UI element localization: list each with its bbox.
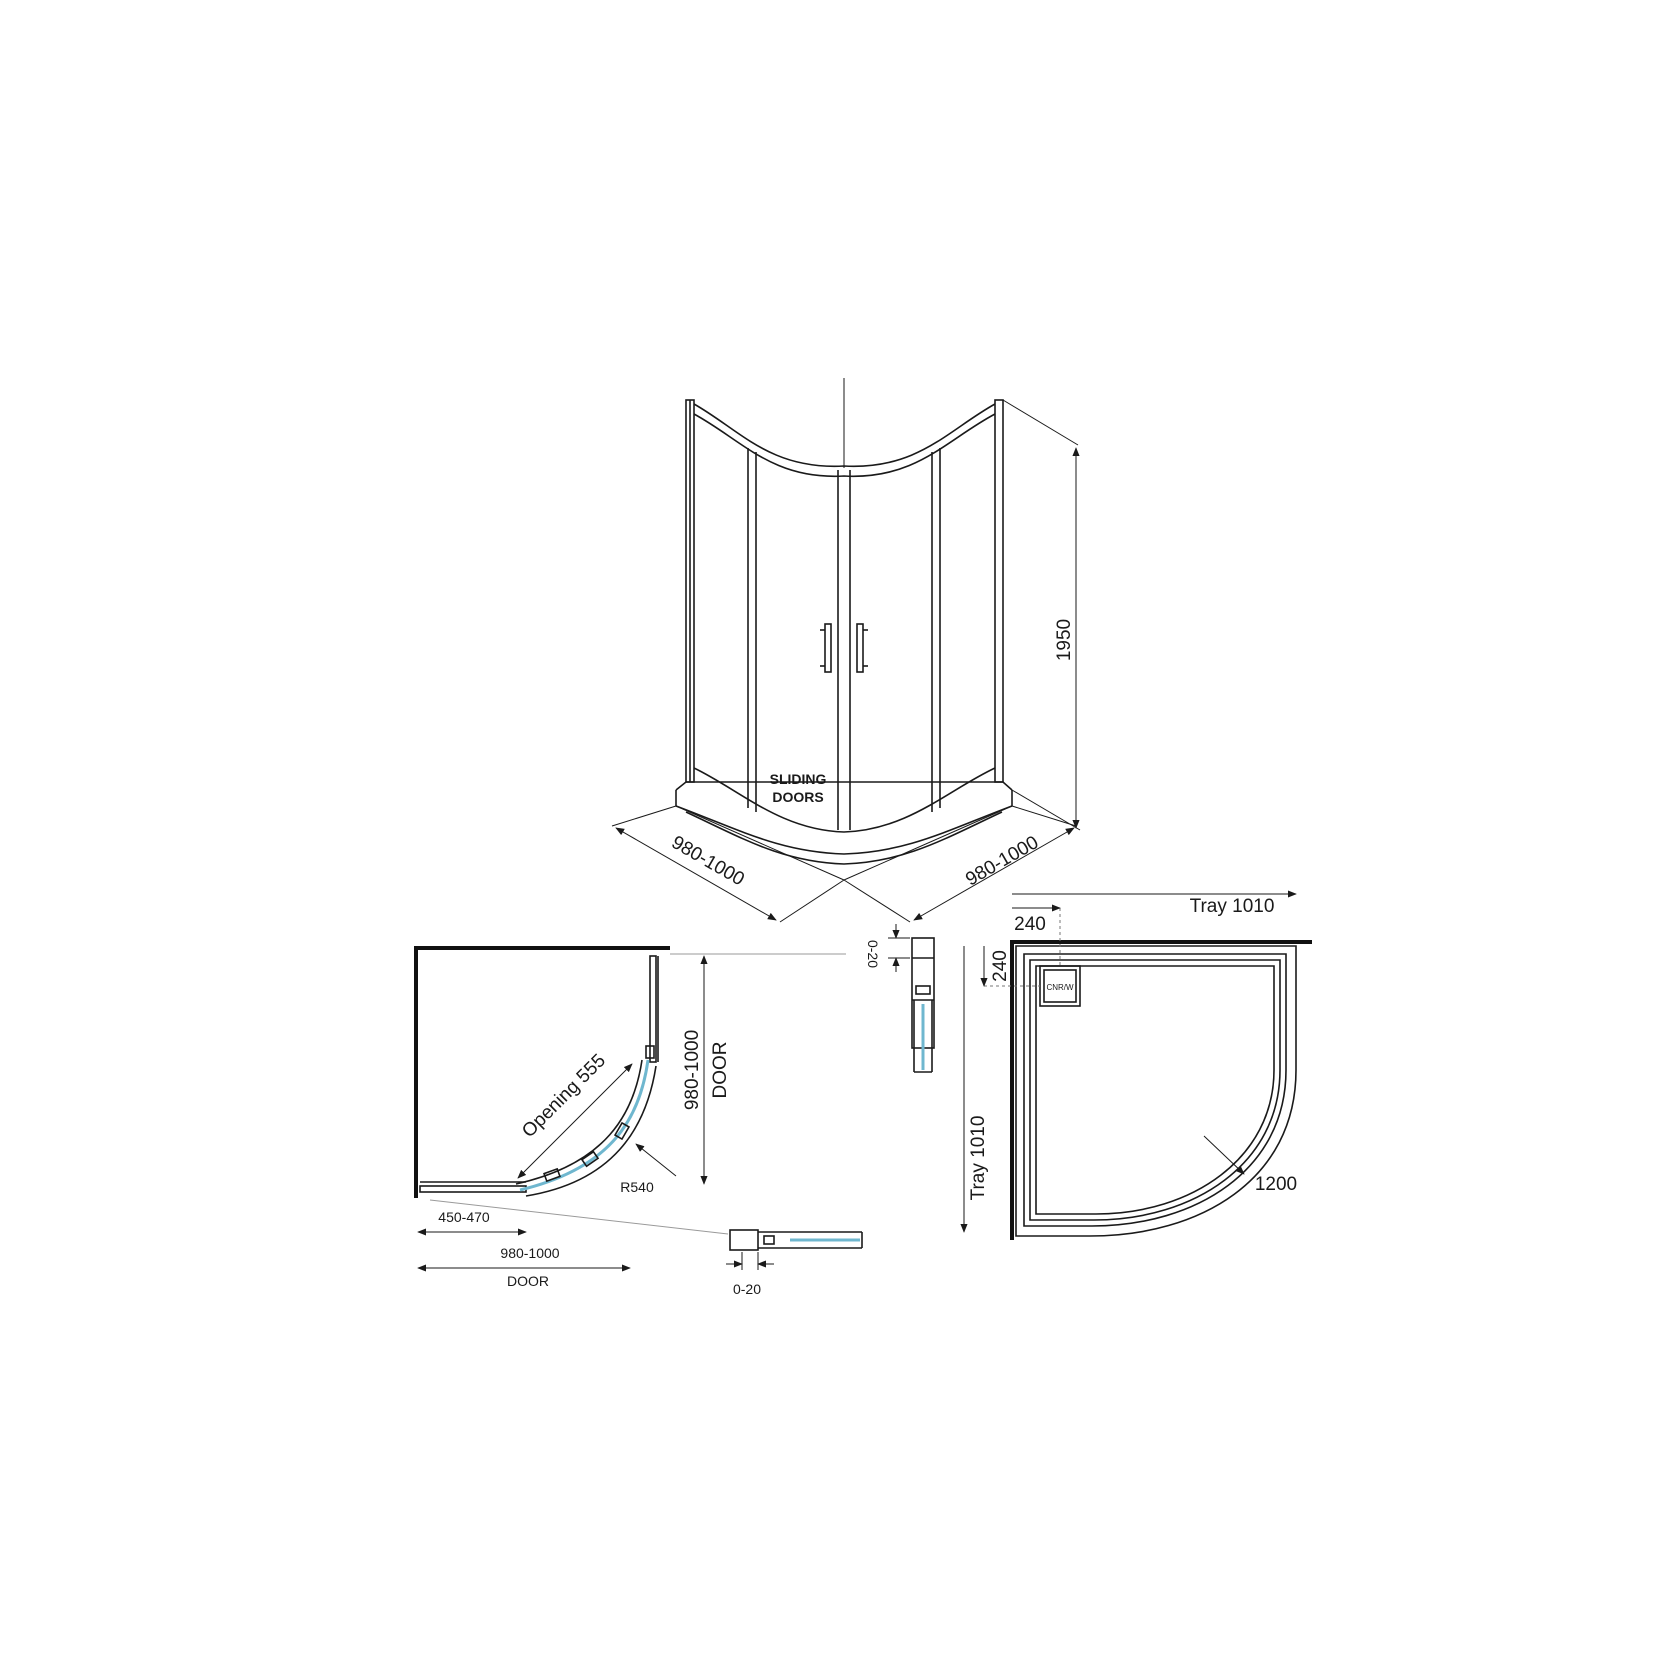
tray-radius-label: 1200 xyxy=(1255,1174,1297,1195)
partial-dim-label: 450-470 xyxy=(438,1209,490,1225)
side-door-label: DOOR xyxy=(710,1042,731,1099)
opening-label: Opening 555 xyxy=(518,1050,610,1142)
wall-profile-detail-bottom: 0-20 xyxy=(726,1229,863,1297)
height-label: 1950 xyxy=(1054,619,1075,661)
enclosure-3d-view: 1950 980-1000 980-1000 SLIDING DOORS xyxy=(611,378,1081,923)
radius-label: R540 xyxy=(620,1179,654,1195)
bottom-door-label: DOOR xyxy=(507,1273,549,1289)
top-adjust-label: 0-20 xyxy=(865,940,881,968)
waste-x-label: 240 xyxy=(1014,914,1046,935)
left-handle-icon xyxy=(824,623,832,673)
wall-profile-detail-top: 0-20 xyxy=(865,924,935,1073)
width-left-label: 980-1000 xyxy=(668,832,748,890)
waste-label: CNR/W xyxy=(1046,983,1074,992)
waste-y-label: 240 xyxy=(990,950,1011,982)
tray-width-label: Tray 1010 xyxy=(1190,896,1275,917)
tray-depth-label: Tray 1010 xyxy=(968,1116,989,1201)
right-handle-icon xyxy=(856,623,864,673)
plan-view: Opening 555 R540 980-1000 DOOR 450-470 9… xyxy=(414,946,846,1289)
bottom-adjust-label: 0-20 xyxy=(733,1281,761,1297)
sliding-doors-label-line2: DOORS xyxy=(772,789,823,805)
sliding-doors-label-line1: SLIDING xyxy=(770,771,827,787)
tray-plan: CNR/W Tray 1010 240 240 Tray 1010 1200 xyxy=(960,890,1312,1240)
bottom-dim-label: 980-1000 xyxy=(500,1245,559,1261)
width-right-label: 980-1000 xyxy=(962,832,1042,890)
side-dim-label: 980-1000 xyxy=(682,1030,703,1110)
